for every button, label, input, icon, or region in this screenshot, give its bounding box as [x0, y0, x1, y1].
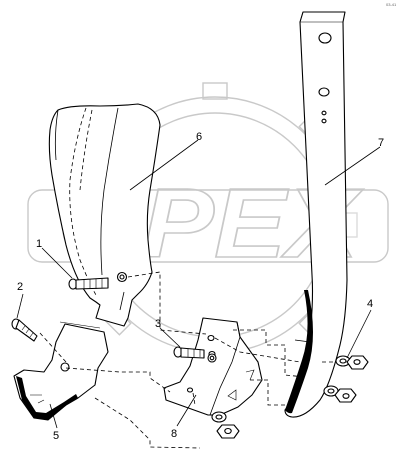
drawing-reference: 03-41 [386, 2, 397, 7]
callout-7: 7 [378, 137, 384, 149]
callout-8: 8 [171, 428, 177, 440]
part-3-bolt [173, 346, 217, 363]
callout-2: 2 [17, 281, 23, 293]
leader-lines [16, 139, 381, 429]
part-1-bolt [68, 271, 128, 290]
callout-6: 6 [196, 131, 202, 143]
part-6-deflector [48, 103, 161, 327]
part-2-bolt [11, 318, 38, 342]
callout-1: 1 [36, 238, 42, 250]
callout-4: 4 [367, 298, 373, 310]
part-4-nuts [323, 355, 369, 403]
callout-5: 5 [53, 430, 59, 442]
part-7-shank [284, 11, 348, 418]
assembly-lines [39, 271, 336, 449]
part-8-bracket [163, 317, 263, 416]
callout-3: 3 [155, 318, 161, 330]
part-5-share [13, 321, 109, 421]
bracket-nuts [211, 411, 240, 439]
